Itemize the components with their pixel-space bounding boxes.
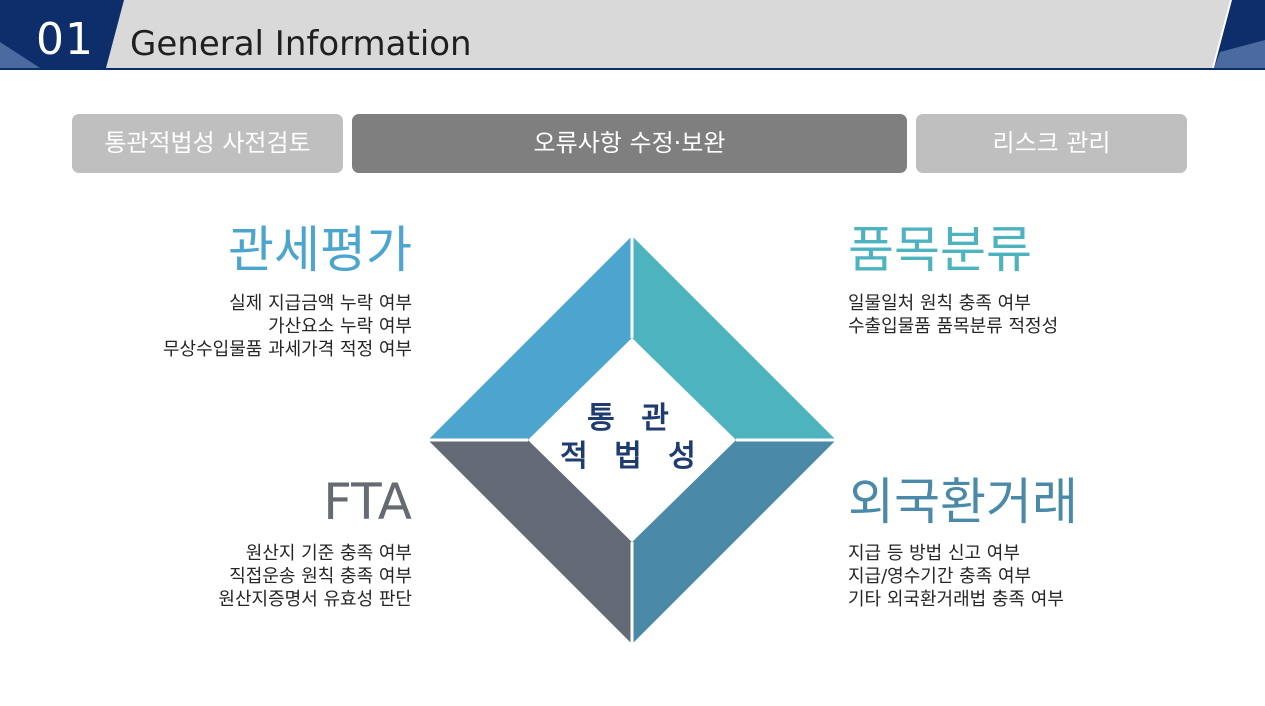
foreign-exchange-title: 외국환거래 xyxy=(848,473,1078,531)
foreign-exchange-list: 지급 등 방법 신고 여부 지급/영수기간 충족 여부 기타 외국환거래법 충족… xyxy=(848,542,1064,611)
diamond-diagram xyxy=(428,236,836,644)
list-item: 무상수입물품 과세가격 적정 여부 xyxy=(162,339,412,360)
list-item: 기타 외국환거래법 충족 여부 xyxy=(848,589,1064,610)
center-label: 통 관 적 법 성 xyxy=(552,400,712,476)
list-item: 수출입물품 품목분류 적정성 xyxy=(848,316,1059,337)
list-item: 실제 지급금액 누락 여부 xyxy=(229,293,412,314)
list-item: 일물일처 원칙 충족 여부 xyxy=(848,293,1031,314)
classification-list: 일물일처 원칙 충족 여부 수출입물품 품목분류 적정성 xyxy=(848,292,1058,338)
list-item: 지급 등 방법 신고 여부 xyxy=(848,543,1020,564)
list-item: 원산지증명서 유효성 판단 xyxy=(218,589,412,610)
tab-risk-management[interactable]: 리스크 관리 xyxy=(916,114,1187,173)
fta-list: 원산지 기준 충족 여부 직접운송 원칙 충족 여부 원산지증명서 유효성 판단 xyxy=(218,542,412,611)
tab-pre-review[interactable]: 통관적법성 사전검토 xyxy=(72,114,343,173)
list-item: 원산지 기준 충족 여부 xyxy=(245,543,412,564)
diamond-segment-top-left xyxy=(428,236,632,440)
list-item: 직접운송 원칙 충족 여부 xyxy=(229,566,412,587)
tab-error-correction[interactable]: 오류사항 수정·보완 xyxy=(352,114,907,173)
customs-valuation-list: 실제 지급금액 누락 여부 가산요소 누락 여부 무상수입물품 과세가격 적정 … xyxy=(163,292,412,361)
customs-valuation-title: 관세평가 xyxy=(228,221,412,279)
header-bar: 01 General Information xyxy=(0,0,1265,72)
list-item: 지급/영수기간 충족 여부 xyxy=(848,566,1032,587)
diamond-segment-bottom-left xyxy=(428,440,632,644)
list-item: 가산요소 누락 여부 xyxy=(268,316,412,337)
header-background xyxy=(0,0,1265,70)
classification-title: 품목분류 xyxy=(848,221,1032,279)
center-label-line-2: 적 법 성 xyxy=(560,439,704,474)
diamond-center xyxy=(528,338,736,542)
diamond-segment-bottom-right xyxy=(632,440,836,644)
fta-title: FTA xyxy=(323,473,412,531)
section-number: 01 xyxy=(36,14,94,65)
diamond-segment-top-right xyxy=(632,236,836,440)
center-label-line-1: 통 관 xyxy=(587,401,677,436)
section-title: General Information xyxy=(130,24,472,64)
